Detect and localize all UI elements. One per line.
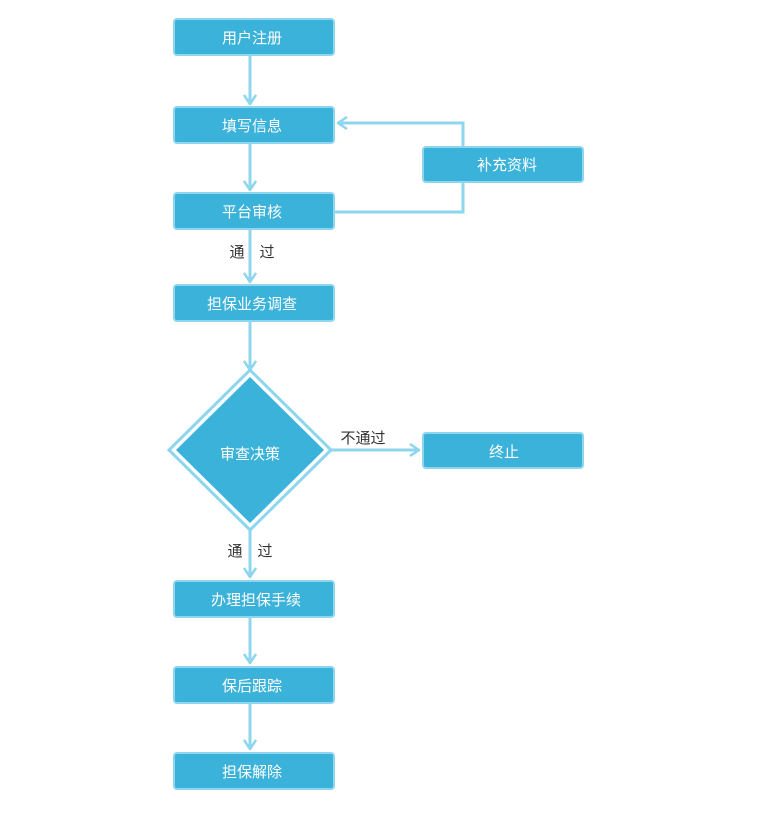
- node-supplement: 补充资料: [422, 146, 584, 183]
- node-release: 担保解除: [173, 752, 335, 790]
- edge-supplement-to-fill: [338, 123, 465, 148]
- node-review-decision-label: 审查决策: [220, 445, 280, 463]
- node-terminate-label: 终止: [489, 443, 519, 461]
- node-platform-review-label: 平台审核: [222, 203, 282, 221]
- node-fill-info: 填写信息: [173, 106, 335, 144]
- node-procedures: 办理担保手续: [173, 580, 335, 618]
- node-terminate: 终止: [422, 432, 584, 469]
- connectors: [250, 54, 465, 749]
- node-fill-info-label: 填写信息: [222, 117, 282, 135]
- node-register: 用户注册: [173, 18, 335, 56]
- node-review-decision: 审查决策: [166, 367, 334, 533]
- node-procedures-label: 办理担保手续: [211, 591, 301, 609]
- node-post-tracking: 保后跟踪: [173, 666, 335, 704]
- node-guarantee-survey-label: 担保业务调查: [207, 295, 297, 313]
- node-platform-review: 平台审核: [173, 192, 335, 230]
- edge-review-to-supplement: [334, 181, 465, 214]
- edge-label-fail: 不通过: [340, 429, 385, 447]
- edge-label-pass-2: 通 过: [227, 542, 272, 560]
- node-release-label: 担保解除: [222, 763, 282, 781]
- node-supplement-label: 补充资料: [477, 156, 537, 174]
- node-guarantee-survey: 担保业务调查: [173, 284, 335, 322]
- node-post-tracking-label: 保后跟踪: [222, 677, 282, 695]
- edge-label-pass-1: 通 过: [229, 243, 274, 261]
- node-register-label: 用户注册: [222, 29, 282, 47]
